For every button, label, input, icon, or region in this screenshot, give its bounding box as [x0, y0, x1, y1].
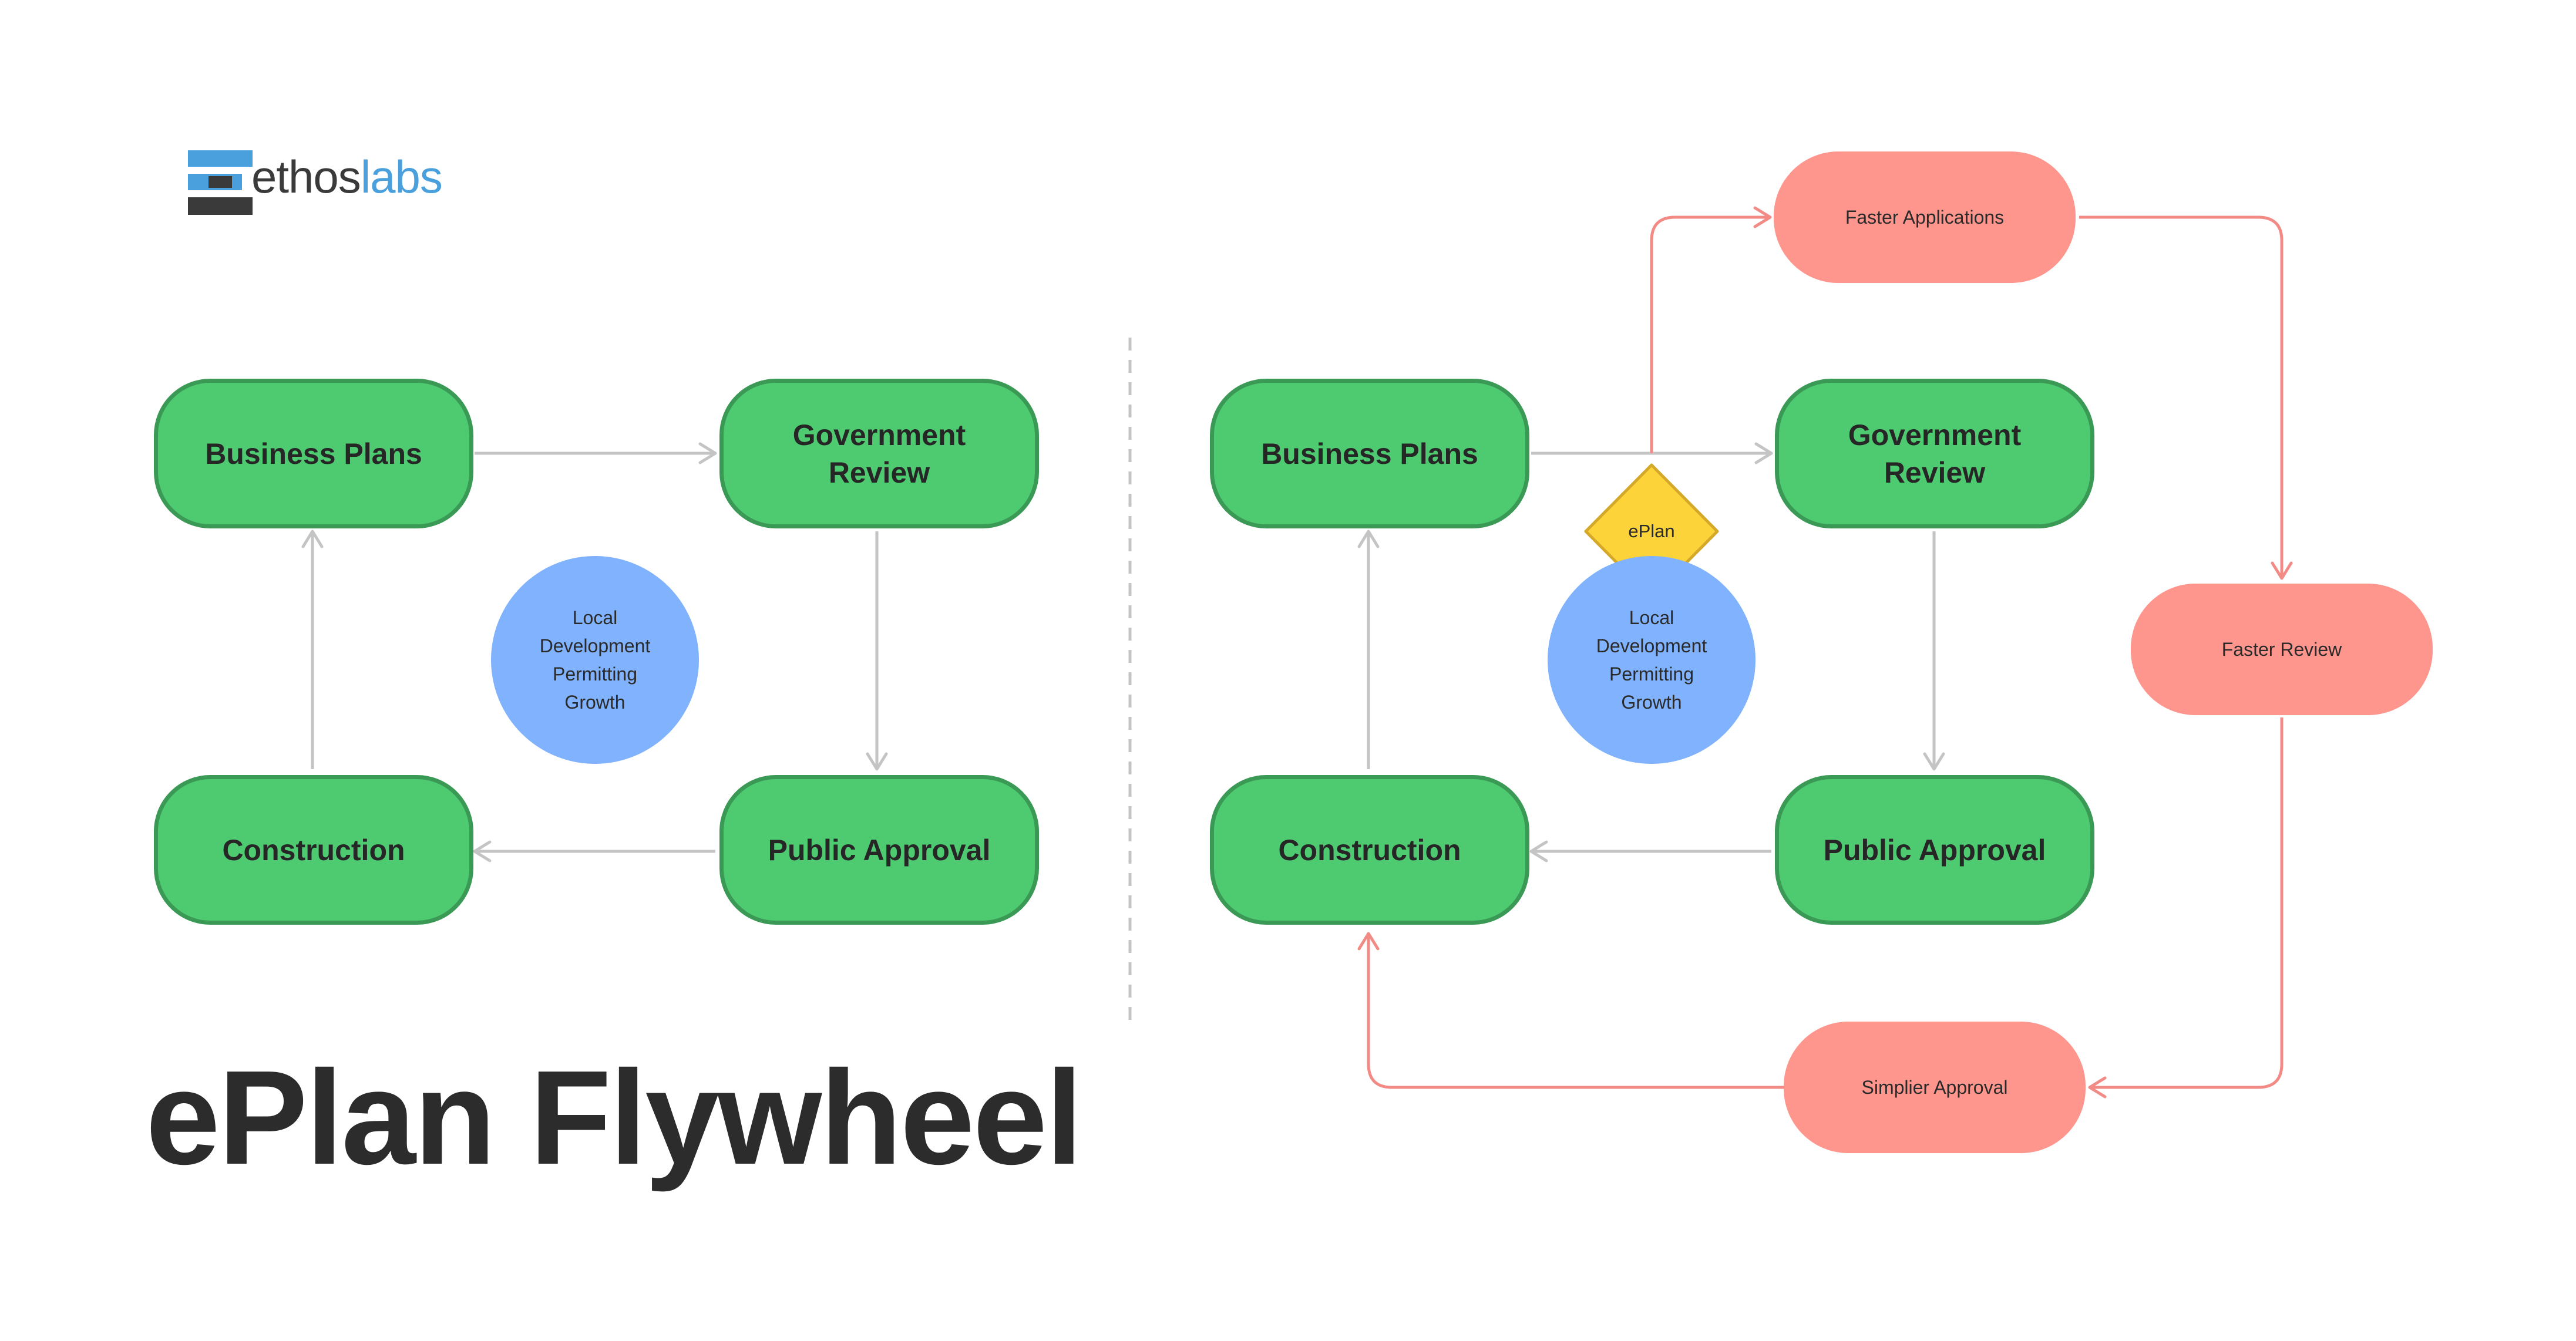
center-line: Growth: [564, 692, 625, 713]
left-public-approval-node[interactable]: Public Approval: [719, 775, 1039, 925]
center-line: Permitting: [552, 663, 638, 685]
faster-review-node[interactable]: Faster Review: [2131, 584, 2433, 715]
page-title: ePlan Flywheel: [146, 1043, 1083, 1192]
left-center-circle: Local Development Permitting Growth: [491, 556, 699, 764]
logo-ethos: ethos: [251, 151, 361, 203]
logo-wordmark: ethoslabs: [251, 151, 443, 203]
eplan-label: ePlan: [1628, 521, 1675, 541]
center-line: Local: [1629, 607, 1674, 628]
center-line: Development: [539, 635, 651, 656]
right-center-circle: Local Development Permitting Growth: [1548, 556, 1756, 764]
eplan-diamond[interactable]: ePlan: [1593, 512, 1710, 551]
center-line: Permitting: [1609, 663, 1694, 685]
red-arrow-to-construction: [1357, 932, 1784, 1089]
left-construction-node[interactable]: Construction: [154, 775, 473, 925]
logo-labs: labs: [360, 151, 443, 203]
red-arrow-to-simplier-approval: [2088, 717, 2284, 1099]
node-label: Government Review: [792, 418, 966, 489]
left-business-plans-node[interactable]: Business Plans: [154, 379, 473, 528]
right-construction-node[interactable]: Construction: [1210, 775, 1529, 925]
node-label: Faster Review: [2221, 638, 2342, 660]
left-government-review-node[interactable]: Government Review: [719, 379, 1039, 528]
node-label: Faster Applications: [1845, 206, 2005, 228]
simplier-approval-node[interactable]: Simplier Approval: [1784, 1022, 2086, 1153]
node-label: Government Review: [1848, 418, 2022, 489]
node-label: Business Plans: [205, 437, 422, 470]
node-label: Business Plans: [1261, 437, 1478, 470]
node-label: Simplier Approval: [1861, 1076, 2008, 1098]
red-arrow-to-faster-review: [2079, 215, 2293, 580]
logo-mark-icon: [188, 150, 253, 215]
right-public-approval-node[interactable]: Public Approval: [1775, 775, 2094, 925]
center-line: Growth: [1621, 692, 1682, 713]
right-business-plans-node[interactable]: Business Plans: [1210, 379, 1529, 528]
faster-applications-node[interactable]: Faster Applications: [1774, 151, 2076, 283]
red-arrow-to-faster-applications: [1650, 206, 1772, 453]
right-government-review-node[interactable]: Government Review: [1775, 379, 2094, 528]
node-label: Construction: [222, 833, 405, 867]
node-label: Public Approval: [1823, 833, 2046, 867]
center-line: Development: [1596, 635, 1707, 656]
node-label: Public Approval: [768, 833, 991, 867]
node-label: Construction: [1278, 833, 1461, 867]
center-line: Local: [572, 607, 618, 628]
